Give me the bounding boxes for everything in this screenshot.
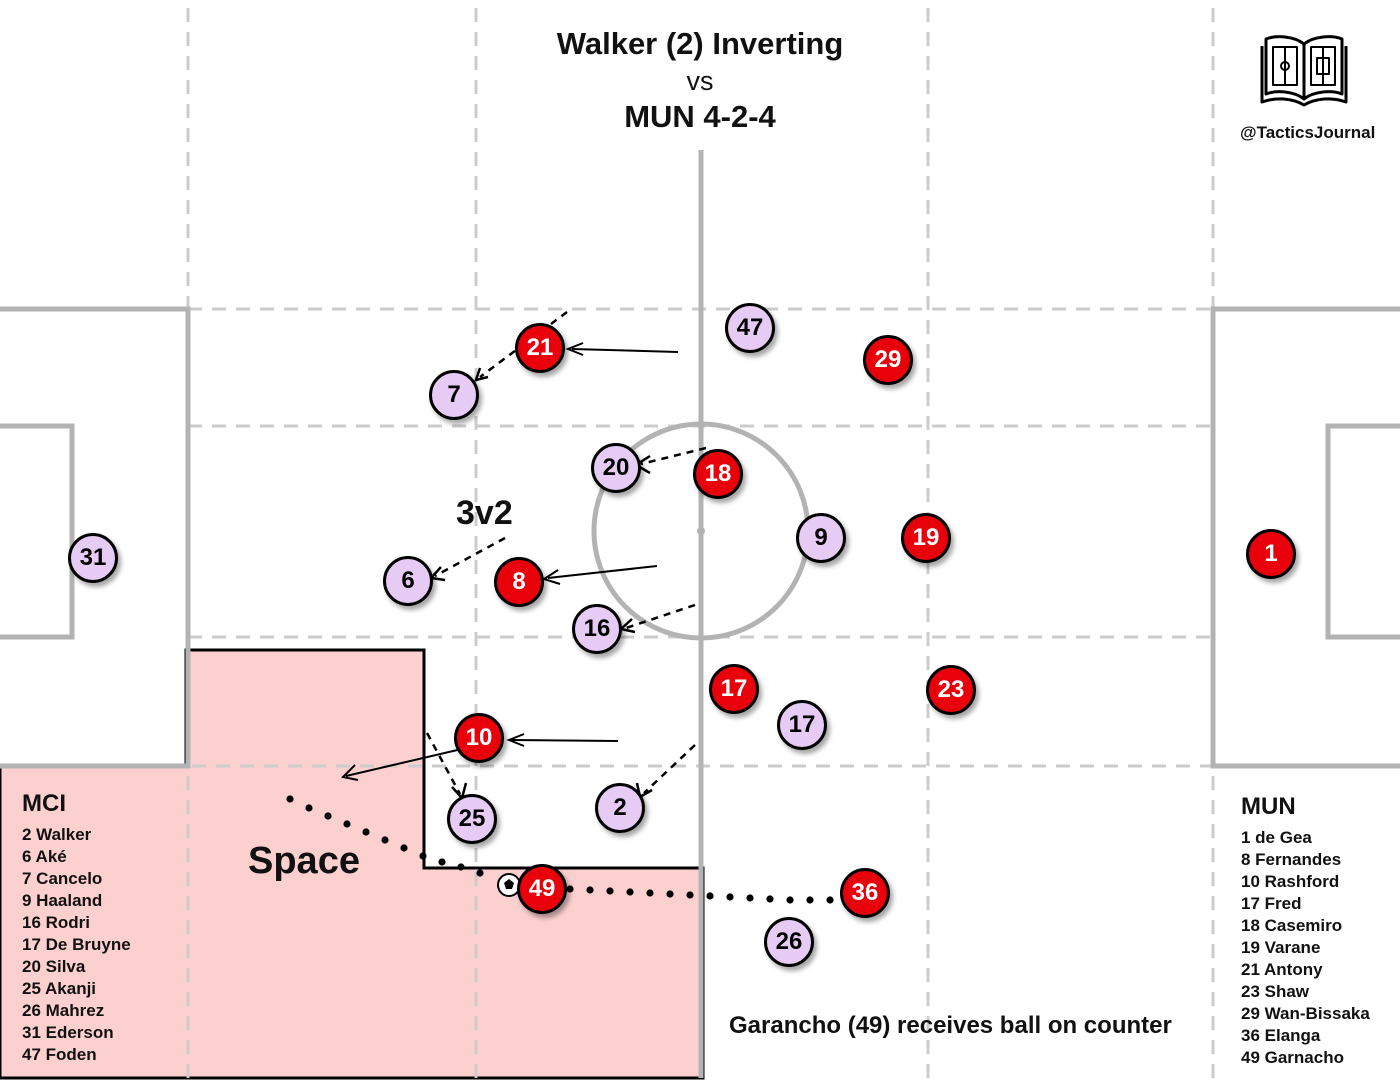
mun-player-17: 17 xyxy=(709,664,759,714)
mci-roster-title: MCI xyxy=(22,790,66,817)
mun-player-18: 18 xyxy=(693,449,743,499)
mun-roster-item: 36 Elanga xyxy=(1241,1026,1321,1045)
mun-roster-item: 10 Rashford xyxy=(1241,872,1340,891)
mun-player-10: 10 xyxy=(454,713,504,763)
football-icon xyxy=(497,873,521,897)
mun-roster: MUN 1 de Gea 8 Fernandes 10 Rashford 17 … xyxy=(1241,793,1370,1069)
mun-player-49: 49 xyxy=(517,864,567,914)
space-label: Space xyxy=(248,840,360,882)
mun-roster-item: 17 Fred xyxy=(1241,894,1302,913)
mun-player-36: 36 xyxy=(840,868,890,918)
title-line-1: Walker (2) Inverting xyxy=(556,26,844,61)
mci-roster-item: 7 Cancelo xyxy=(22,869,103,888)
mun-player-21: 21 xyxy=(515,323,565,373)
mci-roster-item: 17 De Bruyne xyxy=(22,935,131,954)
mun-roster-item: 49 Garnacho xyxy=(1241,1048,1344,1067)
mun-roster-item: 23 Shaw xyxy=(1241,982,1310,1001)
mun-roster-title: MUN xyxy=(1241,793,1296,820)
mun-player-19: 19 xyxy=(901,513,951,563)
mun-roster-item: 21 Antony xyxy=(1241,960,1323,979)
mci-player-7: 7 xyxy=(429,370,479,420)
mci-player-16: 16 xyxy=(572,604,622,654)
mci-player-26: 26 xyxy=(764,917,814,967)
mci-roster-item: 2 Walker xyxy=(22,825,92,844)
mun-player-8: 8 xyxy=(494,557,544,607)
mci-roster-item: 20 Silva xyxy=(22,957,86,976)
mci-player-9: 9 xyxy=(796,513,846,563)
mun-player-1: 1 xyxy=(1246,529,1296,579)
pitch-markings xyxy=(0,150,1400,1078)
mun-player-23: 23 xyxy=(926,665,976,715)
movement-arrows xyxy=(340,342,679,781)
mun-roster-item: 29 Wan-Bissaka xyxy=(1241,1004,1370,1023)
mci-roster: MCI 2 Walker 6 Aké 7 Cancelo 9 Haaland 1… xyxy=(22,790,131,1066)
center-spot xyxy=(697,527,705,535)
mun-player-29: 29 xyxy=(863,335,913,385)
overload-label: 3v2 xyxy=(456,494,513,532)
mci-player-20: 20 xyxy=(591,443,641,493)
mci-roster-item: 47 Foden xyxy=(22,1045,97,1064)
mci-roster-item: 25 Akanji xyxy=(22,979,97,998)
open-book-icon xyxy=(1260,35,1348,107)
mci-player-25: 25 xyxy=(447,794,497,844)
mun-roster-item: 1 de Gea xyxy=(1241,828,1312,847)
mun-roster-item: 8 Fernandes xyxy=(1241,850,1342,869)
mci-roster-item: 31 Ederson xyxy=(22,1023,114,1042)
mci-roster-item: 26 Mahrez xyxy=(22,1001,105,1020)
twitter-handle: @TacticsJournal xyxy=(1240,123,1376,142)
ball-path xyxy=(286,795,834,904)
title-line-2: vs xyxy=(686,66,714,96)
mun-roster-item: 19 Varane xyxy=(1241,938,1321,957)
mci-player-17: 17 xyxy=(777,700,827,750)
mci-roster-item: 16 Rodri xyxy=(22,913,91,932)
counter-caption: Garancho (49) receives ball on counter xyxy=(729,1012,1172,1039)
mci-player-2: 2 xyxy=(595,783,645,833)
mci-roster-item: 9 Haaland xyxy=(22,891,103,910)
mun-roster-item: 18 Casemiro xyxy=(1241,916,1343,935)
mci-player-47: 47 xyxy=(725,303,775,353)
mci-player-6: 6 xyxy=(383,556,433,606)
title-line-3: MUN 4-2-4 xyxy=(624,99,776,134)
mci-player-31: 31 xyxy=(68,533,118,583)
mci-roster-item: 6 Aké xyxy=(22,847,67,866)
